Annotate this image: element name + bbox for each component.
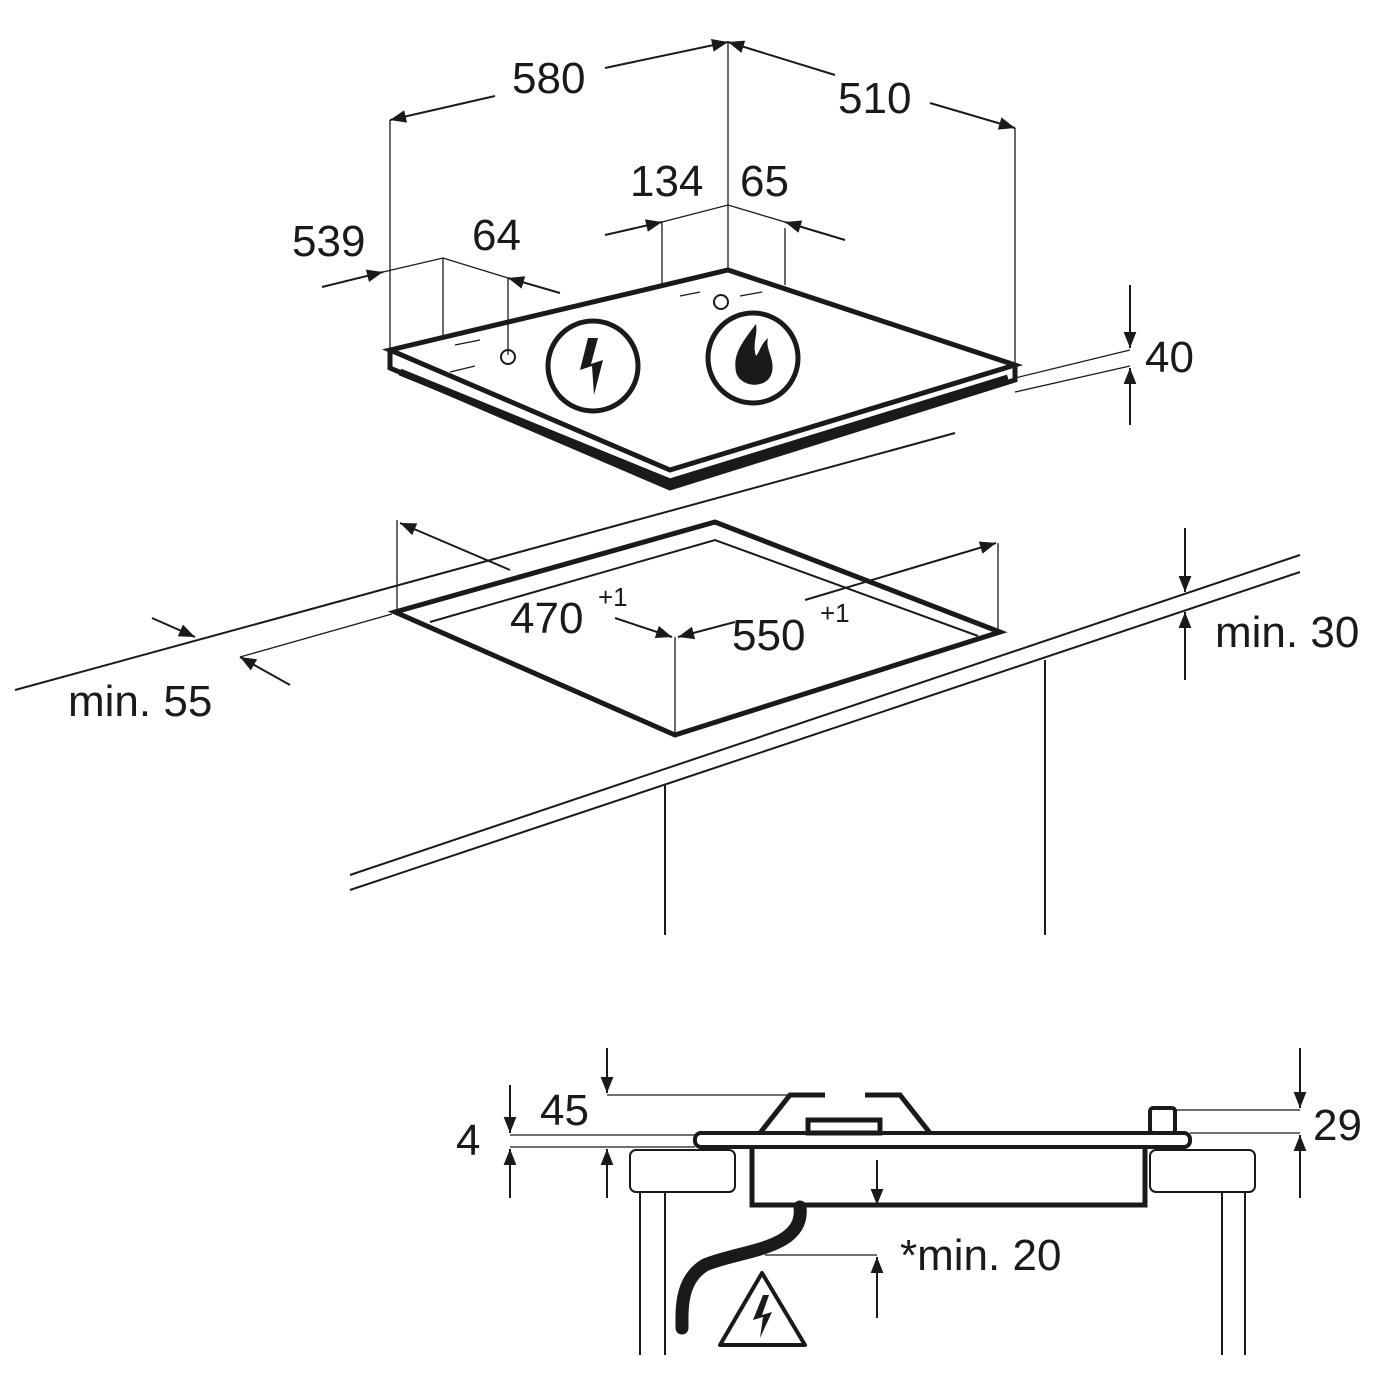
cross-section: [629, 1092, 1256, 1355]
plate-thickness-label: 4: [456, 1116, 480, 1165]
cutout: [387, 519, 1008, 738]
hob-body: [749, 1147, 1148, 1208]
clearance-label: *min. 20: [900, 1231, 1061, 1280]
cutout-width-tolerance: +1: [820, 598, 850, 628]
electric-lightning-icon: [545, 318, 641, 414]
burner-height-label: 45: [540, 1086, 589, 1135]
power-cable: [675, 1200, 807, 1335]
min-thickness-label: min. 30: [1215, 608, 1359, 657]
hob-edge: [387, 350, 1018, 491]
hob: [382, 267, 1024, 491]
left-offset-label: 539: [292, 217, 365, 266]
left-inner-label: 64: [472, 211, 521, 260]
rear-offset-left-label: 134: [630, 157, 703, 206]
cutout-depth-tolerance: +1: [598, 582, 628, 612]
hob-top-surface: [382, 267, 1024, 473]
min-front-label: min. 55: [68, 677, 212, 726]
knob-height-label: 29: [1313, 1101, 1362, 1150]
hob-width-label: 580: [512, 54, 585, 103]
cutout-width-label: 550: [732, 611, 805, 660]
electrical-hazard-triangle-icon: [718, 1271, 807, 1347]
gas-flame-icon: [705, 310, 801, 406]
rear-offset-right-label: 65: [740, 157, 789, 206]
knob: [1148, 1106, 1177, 1135]
hob-depth-label: 510: [838, 74, 911, 123]
knob-icon: [713, 294, 729, 310]
cutout-depth-label: 470: [510, 594, 583, 643]
cutout-dimensions: 470 +1 550 +1 min. 30 min. 55: [68, 520, 1359, 735]
hob-plate: [693, 1131, 1192, 1149]
burner: [758, 1092, 932, 1135]
countertop: [14, 432, 1301, 935]
hob-dimensions: 580 510 134 65 539 64 40: [292, 39, 1194, 425]
hob-height-label: 40: [1145, 333, 1194, 382]
section-dimensions: 45 4 29 *min. 20: [456, 1048, 1362, 1318]
